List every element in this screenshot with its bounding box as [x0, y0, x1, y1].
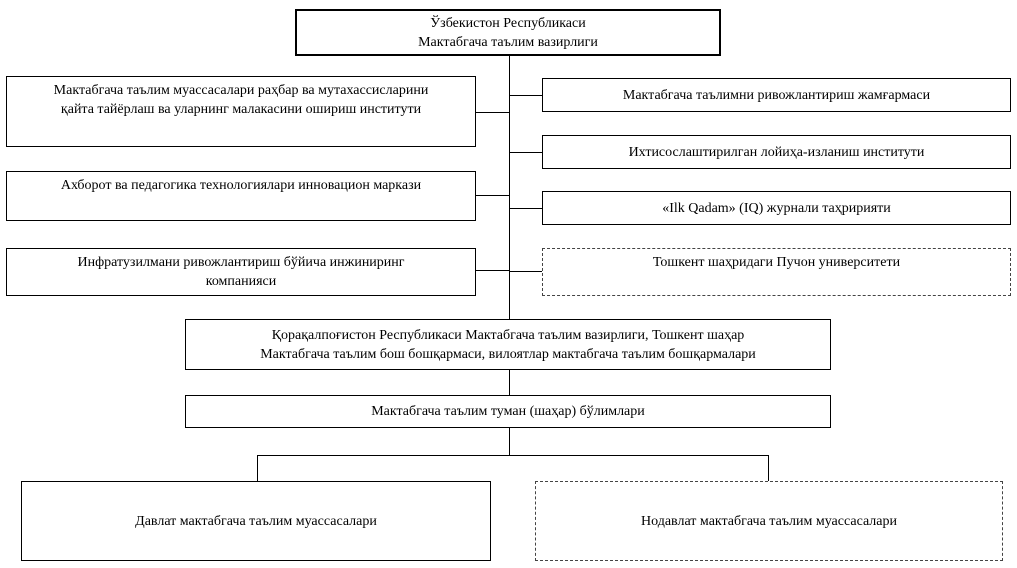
- left-unit-3-label: Инфратузилмани ривожлантириш бўйича инжи…: [77, 255, 405, 289]
- state-institutions-label: Давлат мактабгача таълим муассасалари: [135, 513, 377, 529]
- private-institutions-label: Нодавлат мактабгача таълим муассасалари: [641, 513, 897, 529]
- split-left-drop: [257, 455, 258, 481]
- district-label: Мактабгача таълим туман (шаҳар) бўлимлар…: [371, 404, 645, 419]
- right-unit-2-connector: [510, 152, 542, 153]
- right-unit-1-box: Мактабгача таълимни ривожлантириш жамғар…: [542, 78, 1011, 112]
- left-unit-1-connector: [475, 112, 509, 113]
- right-unit-3-connector: [510, 208, 542, 209]
- right-unit-2-label: Ихтисослаштирилган лойиҳа-изланиш инстит…: [628, 144, 925, 160]
- private-institutions-box: Нодавлат мактабгача таълим муассасалари: [535, 481, 1003, 561]
- right-unit-4-connector: [510, 271, 542, 272]
- left-unit-1-label: Мактабгача таълим муассасалари раҳбар ва…: [53, 83, 429, 117]
- district-box: Мактабгача таълим туман (шаҳар) бўлимлар…: [185, 395, 831, 428]
- ministry-title: Ўзбекистон Республикаси Мактабгача таъли…: [418, 15, 598, 50]
- regional-box: Қорақалпоғистон Республикаси Мактабгача …: [185, 319, 831, 370]
- right-unit-2-box: Ихтисослаштирилган лойиҳа-изланиш инстит…: [542, 135, 1011, 169]
- split-horizontal-connector: [257, 455, 769, 456]
- regional-label: Қорақалпоғистон Республикаси Мактабгача …: [260, 327, 756, 362]
- left-unit-2-label: Ахборот ва педагогика технологиялари инн…: [60, 178, 422, 193]
- right-unit-1-connector: [510, 95, 542, 96]
- left-unit-3-box: Инфратузилмани ривожлантириш бўйича инжи…: [6, 248, 476, 296]
- right-unit-3-label: «Ilk Qadam» (IQ) журнали таҳририяти: [662, 200, 891, 216]
- state-institutions-box: Давлат мактабгача таълим муассасалари: [21, 481, 491, 561]
- right-unit-1-label: Мактабгача таълимни ривожлантириш жамғар…: [622, 87, 931, 103]
- ministry-box: Ўзбекистон Республикаси Мактабгача таъли…: [295, 9, 721, 56]
- left-unit-2-connector: [475, 195, 509, 196]
- district-to-split-connector: [509, 427, 510, 455]
- regional-to-district-connector: [509, 369, 510, 395]
- left-unit-2-box: Ахборот ва педагогика технологиялари инн…: [6, 171, 476, 221]
- left-unit-3-connector: [475, 270, 509, 271]
- main-vertical-connector: [509, 55, 510, 319]
- right-unit-4-label: Тошкент шаҳридаги Пучон университети: [652, 255, 901, 270]
- right-unit-4-box: Тошкент шаҳридаги Пучон университети: [542, 248, 1011, 296]
- right-unit-3-box: «Ilk Qadam» (IQ) журнали таҳририяти: [542, 191, 1011, 225]
- split-right-drop: [768, 455, 769, 481]
- left-unit-1-box: Мактабгача таълим муассасалари раҳбар ва…: [6, 76, 476, 147]
